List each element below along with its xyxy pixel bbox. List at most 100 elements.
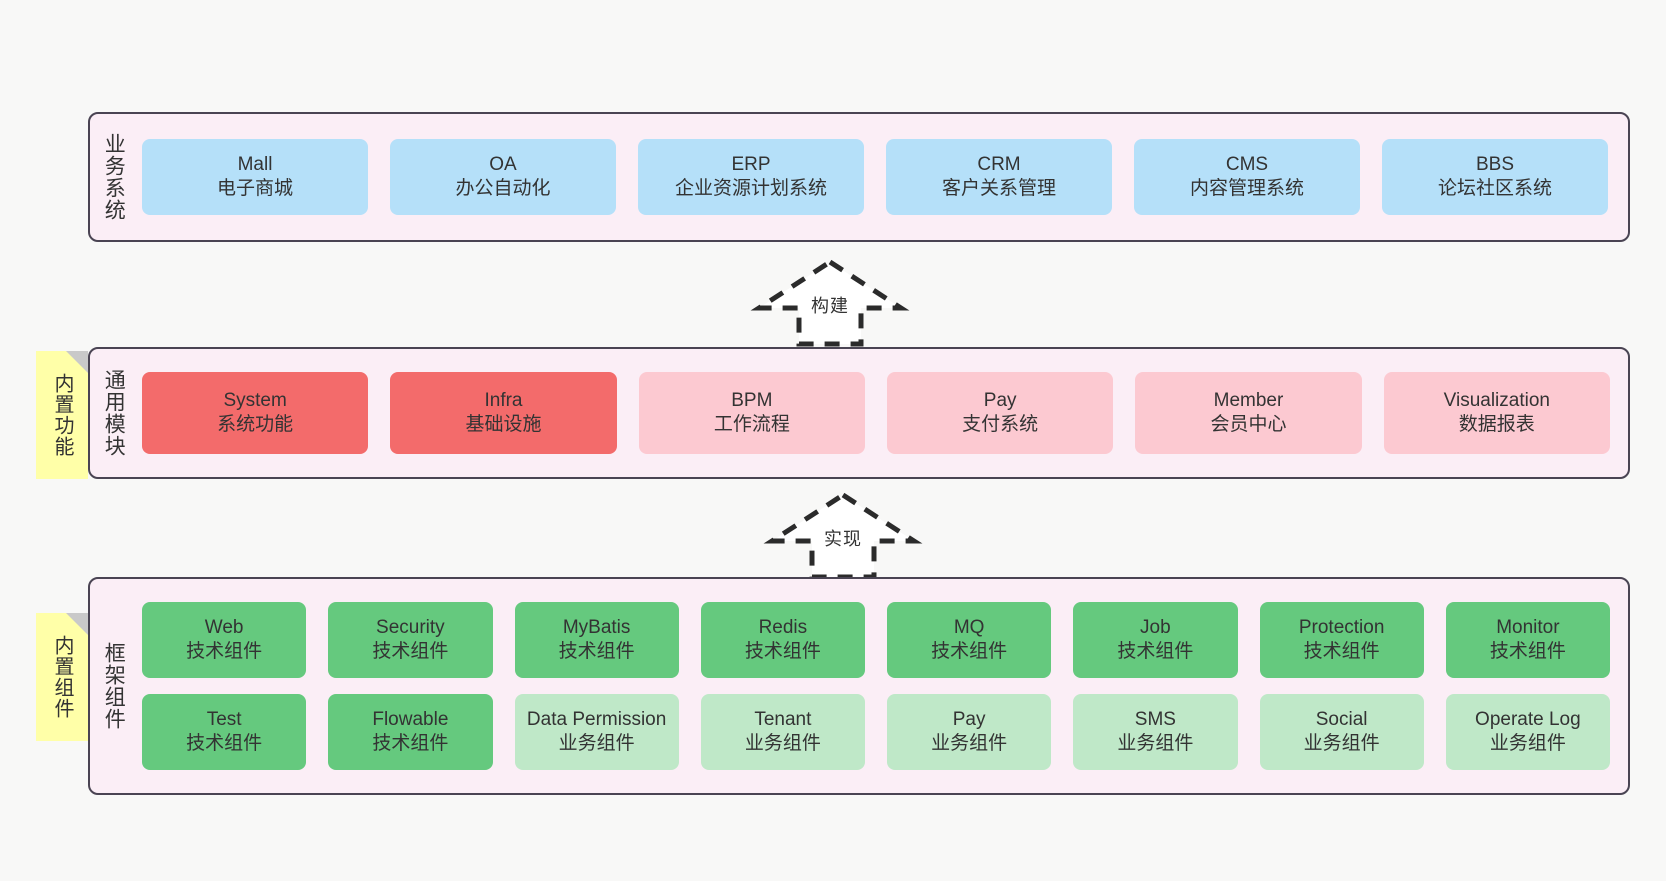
node-protection[interactable]: Protection 技术组件 [1259,602,1424,678]
band-body-business-system: Mall 电子商城 OA 办公自动化 ERP 企业资源计划系统 CRM 客户关系… [136,114,1628,240]
band-label-framework-component: 框架组件 [102,642,126,730]
folded-corner-icon [66,613,88,635]
node-bbs[interactable]: BBS 论坛社区系统 [1382,139,1608,215]
node-title: Member [1213,389,1284,411]
node-title: BPM [731,389,773,411]
sticky-note-builtin-components: 内置组件 [36,613,88,741]
node-subtitle: 业务组件 [1303,733,1380,754]
node-pay-component[interactable]: Pay 业务组件 [887,694,1052,770]
node-monitor[interactable]: Monitor 技术组件 [1445,602,1610,678]
node-title: CRM [977,153,1021,175]
node-bpm[interactable]: BPM 工作流程 [638,372,865,454]
node-crm[interactable]: CRM 客户关系管理 [886,139,1112,215]
band-body-framework-component: Web 技术组件 Security 技术组件 MyBatis 技术组件 Redi… [136,579,1628,793]
node-title: Test [206,708,242,730]
node-subtitle: 技术组件 [372,641,449,662]
folded-corner-icon [66,351,88,373]
node-title: Monitor [1496,616,1560,638]
arrow-build: 构建 [750,258,910,348]
node-subtitle: 业务组件 [558,733,635,754]
node-subtitle: 数据报表 [1458,414,1535,435]
node-tenant[interactable]: Tenant 业务组件 [700,694,865,770]
node-subtitle: 业务组件 [1117,733,1194,754]
node-title: OA [489,153,517,175]
band-body-common-module: System 系统功能 Infra 基础设施 BPM 工作流程 Pay 支付系统… [136,349,1628,477]
node-subtitle: 业务组件 [1489,733,1566,754]
node-mq[interactable]: MQ 技术组件 [887,602,1052,678]
node-subtitle: 内容管理系统 [1189,178,1304,199]
band-row: Mall 电子商城 OA 办公自动化 ERP 企业资源计划系统 CRM 客户关系… [142,139,1608,215]
node-subtitle: 系统功能 [217,414,294,435]
node-job[interactable]: Job 技术组件 [1073,602,1238,678]
node-operate-log[interactable]: Operate Log 业务组件 [1445,694,1610,770]
node-subtitle: 企业资源计划系统 [674,178,827,199]
node-title: Visualization [1443,389,1550,411]
arrow-implement: 实现 [763,491,923,581]
node-subtitle: 技术组件 [1489,641,1566,662]
node-title: Social [1315,708,1368,730]
node-subtitle: 基础设施 [465,414,542,435]
node-title: Operate Log [1475,708,1581,730]
node-title: Security [376,616,445,638]
node-redis[interactable]: Redis 技术组件 [700,602,865,678]
node-subtitle: 技术组件 [744,641,821,662]
node-subtitle: 会员中心 [1210,414,1287,435]
node-mybatis[interactable]: MyBatis 技术组件 [514,602,679,678]
node-test[interactable]: Test 技术组件 [142,694,307,770]
node-title: CMS [1225,153,1269,175]
node-title: SMS [1134,708,1176,730]
node-subtitle: 技术组件 [1303,641,1380,662]
sticky-note-builtin-features: 内置功能 [36,351,88,479]
node-title: Data Permission [526,708,667,730]
node-subtitle: 技术组件 [931,641,1008,662]
node-data-permission[interactable]: Data Permission 业务组件 [514,694,679,770]
node-pay[interactable]: Pay 支付系统 [886,372,1114,454]
node-title: ERP [731,153,771,175]
node-subtitle: 业务组件 [931,733,1008,754]
band-row: Test 技术组件 Flowable 技术组件 Data Permission … [142,694,1610,770]
arrow-build-label: 构建 [811,296,849,316]
band-row: System 系统功能 Infra 基础设施 BPM 工作流程 Pay 支付系统… [142,372,1610,454]
node-social[interactable]: Social 业务组件 [1259,694,1424,770]
node-subtitle: 工作流程 [713,414,790,435]
node-web[interactable]: Web 技术组件 [142,602,307,678]
node-subtitle: 支付系统 [962,414,1039,435]
node-subtitle: 技术组件 [558,641,635,662]
node-member[interactable]: Member 会员中心 [1135,372,1362,454]
node-subtitle: 办公自动化 [455,178,551,199]
node-title: Flowable [372,708,449,730]
node-title: MyBatis [562,616,631,638]
node-subtitle: 业务组件 [744,733,821,754]
band-row: Web 技术组件 Security 技术组件 MyBatis 技术组件 Redi… [142,602,1610,678]
node-mall[interactable]: Mall 电子商城 [142,139,368,215]
node-subtitle: 电子商城 [216,178,293,199]
node-title: Infra [484,389,523,411]
node-system[interactable]: System 系统功能 [142,372,369,454]
node-title: MQ [953,616,985,638]
node-title: Tenant [754,708,812,730]
node-subtitle: 客户关系管理 [941,178,1056,199]
node-title: Protection [1298,616,1385,638]
node-subtitle: 技术组件 [372,733,449,754]
sticky-note-label: 内置组件 [51,635,73,719]
node-erp[interactable]: ERP 企业资源计划系统 [638,139,864,215]
node-subtitle: 技术组件 [1117,641,1194,662]
node-title: Mall [237,153,273,175]
node-title: System [223,389,287,411]
node-visualization[interactable]: Visualization 数据报表 [1383,372,1610,454]
node-title: Redis [758,616,808,638]
node-subtitle: 技术组件 [186,733,263,754]
node-oa[interactable]: OA 办公自动化 [390,139,616,215]
node-subtitle: 论坛社区系统 [1437,178,1552,199]
band-business-system: 业务系统 Mall 电子商城 OA 办公自动化 ERP 企业资源计划系统 CRM… [88,112,1630,242]
node-sms[interactable]: SMS 业务组件 [1073,694,1238,770]
band-label-business-system: 业务系统 [102,133,126,221]
band-framework-component: 框架组件 Web 技术组件 Security 技术组件 MyBatis 技术组件… [88,577,1630,795]
node-cms[interactable]: CMS 内容管理系统 [1134,139,1360,215]
node-title: Job [1140,616,1171,638]
node-title: Pay [952,708,986,730]
node-flowable[interactable]: Flowable 技术组件 [328,694,493,770]
node-security[interactable]: Security 技术组件 [328,602,493,678]
node-infra[interactable]: Infra 基础设施 [390,372,617,454]
